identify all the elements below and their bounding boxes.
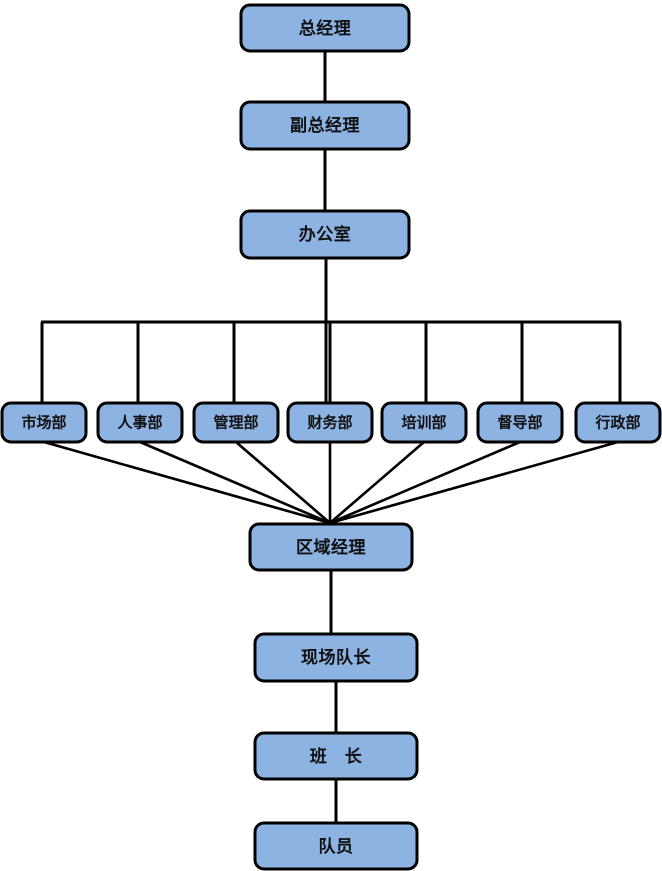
node-site-captain-box[interactable] [253, 632, 419, 683]
node-deputy-general-manager-box[interactable] [239, 100, 411, 151]
connector-supervision-to-regional-manager [329, 440, 521, 525]
node-department-training[interactable]: 培训部 [380, 401, 468, 444]
node-department-marketing-box[interactable] [0, 401, 88, 444]
node-office-label: 办公室 [299, 224, 352, 245]
connector-marketing-to-regional-manager [43, 440, 331, 525]
node-team-leader-label: 班 长 [310, 746, 363, 767]
department-row: 市场部 人事部 管理部 财务部 培训部 督导部 [0, 401, 662, 444]
connector-group [40, 52, 622, 823]
node-team-member-box[interactable] [253, 821, 419, 871]
node-team-leader-box[interactable] [253, 731, 419, 781]
connector-management-to-regional-manager [235, 441, 331, 524]
connector-human-resources-to-regional-manager [139, 440, 331, 525]
node-department-human-resources-box[interactable] [96, 401, 184, 444]
node-site-captain[interactable]: 现场队长 [253, 632, 419, 683]
node-department-marketing[interactable]: 市场部 [0, 401, 88, 444]
node-deputy-general-manager-label: 副总经理 [290, 115, 360, 136]
node-department-management[interactable]: 管理部 [192, 401, 280, 444]
node-team-member[interactable]: 队员 [253, 821, 419, 871]
node-department-training-label: 培训部 [401, 414, 446, 432]
node-department-training-box[interactable] [380, 401, 468, 444]
node-department-supervision[interactable]: 督导部 [476, 401, 564, 444]
node-team-member-label: 队员 [319, 836, 354, 857]
node-department-management-box[interactable] [192, 401, 280, 444]
node-department-administration-label: 行政部 [594, 414, 640, 432]
node-office-box[interactable] [239, 209, 411, 260]
node-department-human-resources-label: 人事部 [117, 414, 162, 432]
node-regional-manager[interactable]: 区域经理 [248, 522, 414, 572]
node-department-supervision-box[interactable] [476, 401, 564, 444]
node-department-human-resources[interactable]: 人事部 [96, 401, 184, 444]
node-general-manager-label: 总经理 [299, 18, 352, 39]
connector-training-to-regional-manager [329, 441, 425, 524]
node-deputy-general-manager[interactable]: 副总经理 [239, 100, 411, 151]
node-general-manager[interactable]: 总经理 [239, 3, 411, 53]
node-department-management-label: 管理部 [213, 414, 258, 432]
node-site-captain-label: 现场队长 [301, 647, 371, 668]
node-department-finance[interactable]: 财务部 [286, 401, 374, 444]
connector-administration-to-regional-manager [329, 440, 619, 525]
node-department-administration[interactable]: 行政部 [574, 401, 662, 444]
node-team-leader[interactable]: 班 长 [253, 731, 419, 781]
node-department-supervision-label: 督导部 [497, 414, 542, 432]
node-regional-manager-box[interactable] [248, 522, 414, 572]
node-department-finance-label: 财务部 [307, 414, 352, 432]
node-office[interactable]: 办公室 [239, 209, 411, 260]
node-department-marketing-label: 市场部 [21, 414, 66, 432]
node-department-administration-box[interactable] [574, 401, 662, 444]
node-regional-manager-label: 区域经理 [296, 537, 366, 558]
node-department-finance-box[interactable] [286, 401, 374, 444]
node-general-manager-box[interactable] [239, 3, 411, 53]
